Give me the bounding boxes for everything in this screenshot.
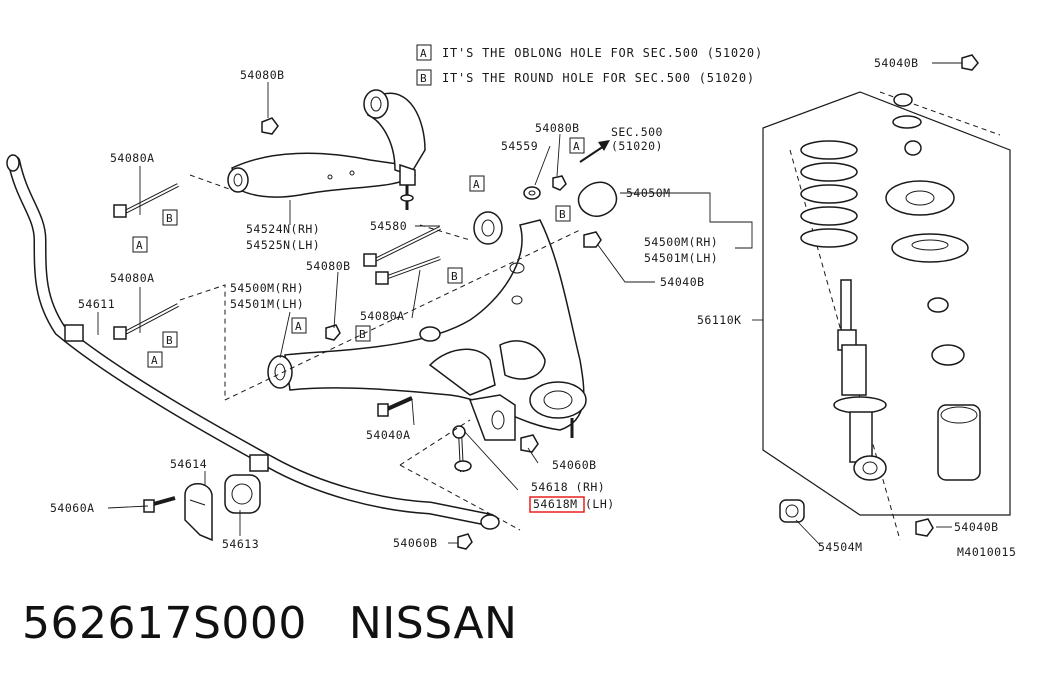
nut-54080b-mid [552, 175, 567, 191]
bolt-54580 [363, 226, 441, 267]
nut-54060b-bottom [457, 533, 473, 550]
label-54050m: 54050M [626, 186, 671, 200]
label-54080a-upper: 54080A [110, 151, 155, 165]
label-54559: 54559 [501, 139, 538, 153]
label-54618m-side: (LH) [585, 497, 615, 511]
label-54060b-right: 54060B [552, 458, 597, 472]
label-56110k: 56110K [697, 313, 742, 327]
label-54080b-mid: 54080B [535, 121, 580, 135]
label-54040b-top: 54040B [874, 56, 919, 70]
coil-spring [800, 140, 858, 248]
label-54500m-left: 54500M(RH) [230, 281, 304, 295]
nut-54040b-mid [583, 231, 602, 248]
label-54500m-right: 54500M(RH) [644, 235, 718, 249]
label-54524n: 54524N(RH) [246, 222, 320, 236]
svg-text:B: B [559, 208, 566, 221]
legend-a-text: IT'S THE OBLONG HOLE FOR SEC.500 (51020) [442, 46, 763, 60]
sec500-arrow [579, 140, 610, 163]
caption-part-number: 562617S000 [22, 598, 307, 649]
label-54501m-left: 54501M(LH) [230, 297, 304, 311]
svg-text:A: A [151, 354, 158, 367]
svg-text:A: A [473, 178, 480, 191]
stabilizer-clamp [184, 483, 213, 542]
svg-text:A: A [573, 140, 580, 153]
stabilizer-bushing [224, 474, 261, 514]
label-54040a: 54040A [366, 428, 411, 442]
strut-mount-stack [885, 54, 981, 481]
label-54080a-lower: 54080A [110, 271, 155, 285]
stabilizer-bar [6, 154, 500, 530]
nut-54080b-top [261, 117, 279, 135]
nut-54060b-right [520, 434, 539, 453]
drawing-number: M4010015 [957, 545, 1016, 559]
label-54080b-top: 54080B [240, 68, 285, 82]
label-54501m-right: 54501M(LH) [644, 251, 718, 265]
bolt-54080a-upper [113, 183, 179, 218]
label-54504m: 54504M [818, 540, 863, 554]
svg-text:B: B [359, 328, 366, 341]
part-caption: 562617S000 NISSAN [22, 598, 559, 649]
upper-control-arm [227, 89, 426, 210]
nut-54040b-bottom [915, 518, 934, 537]
part-labels: 54080B 54080A 54524N(RH) 54525N(LH) 5458… [50, 56, 1016, 559]
svg-text:B: B [451, 270, 458, 283]
svg-text:B: B [166, 334, 173, 347]
shock-absorber [833, 279, 887, 481]
legend-b-letter: B [420, 72, 427, 85]
label-54613: 54613 [222, 537, 259, 551]
lower-bushing-54504m [779, 499, 805, 523]
svg-text:A: A [295, 320, 302, 333]
lower-control-arm [267, 211, 587, 441]
bolt-54060a [143, 496, 176, 513]
nut-54080b-left [325, 324, 341, 341]
label-54040b-bottom: 54040B [954, 520, 999, 534]
svg-text:A: A [136, 239, 143, 252]
bolt-54080a-center [375, 256, 441, 285]
label-54580: 54580 [370, 219, 407, 233]
callout-boxes: B A B A A B B A B A [132, 137, 585, 368]
label-54611: 54611 [78, 297, 115, 311]
legend-b-text: IT'S THE ROUND HOLE FOR SEC.500 (51020) [442, 71, 755, 85]
washer-54559 [523, 186, 541, 200]
assembly-dash-lines [179, 174, 581, 531]
label-54618: 54618 (RH) [531, 480, 605, 494]
label-54080b-left: 54080B [306, 259, 351, 273]
leader-lines [97, 62, 962, 546]
label-sec500-code: (51020) [611, 139, 663, 153]
bolt-54080a-lower [113, 303, 179, 340]
legend-a-letter: A [420, 47, 427, 60]
label-54040b-mid: 54040B [660, 275, 705, 289]
caption-brand: NISSAN [348, 598, 518, 649]
label-54060a: 54060A [50, 501, 95, 515]
highlighted-part-54618m[interactable]: 54618M [529, 496, 585, 513]
legend-note-b: B IT'S THE ROUND HOLE FOR SEC.500 (51020… [416, 69, 755, 86]
label-54080a-center: 54080A [360, 309, 405, 323]
legend-note-a: A IT'S THE OBLONG HOLE FOR SEC.500 (5102… [416, 44, 763, 61]
label-54618m: 54618M [533, 497, 578, 511]
label-54525n: 54525N(LH) [246, 238, 320, 252]
bolt-54040a [377, 396, 413, 417]
label-54614: 54614 [170, 457, 207, 471]
stabilizer-link [452, 425, 472, 473]
label-sec500: SEC.500 [611, 125, 663, 139]
seal-54050m [577, 181, 618, 217]
svg-text:B: B [166, 212, 173, 225]
label-54060b-bottom: 54060B [393, 536, 438, 550]
